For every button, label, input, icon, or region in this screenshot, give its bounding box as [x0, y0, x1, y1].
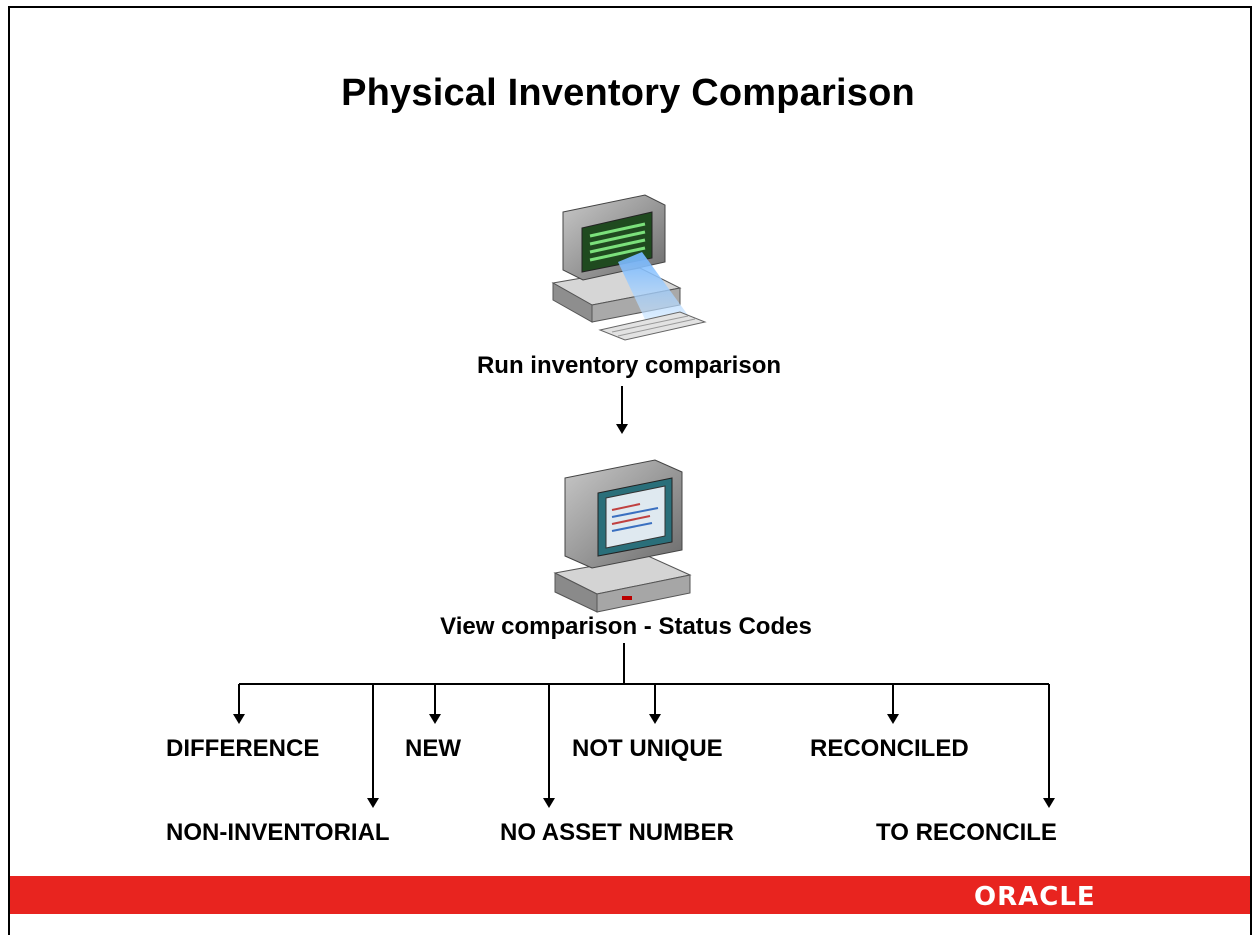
status-difference: DIFFERENCE [166, 735, 320, 762]
step-view-comparison: View comparison - Status Codes [440, 613, 812, 640]
flow-connectors [238, 386, 1050, 800]
status-reconciled: RECONCILED [810, 735, 969, 762]
status-new: NEW [405, 735, 461, 762]
status-not-unique: NOT UNIQUE [572, 735, 723, 762]
step-run-inventory-comparison: Run inventory comparison [476, 352, 782, 379]
status-no-asset-number: NO ASSET NUMBER [500, 819, 734, 846]
computer-with-report-icon [553, 459, 692, 613]
oracle-logo: ORACLE [974, 882, 1096, 912]
status-to-reconcile: TO RECONCILE [876, 819, 1057, 846]
flow-arrowheads [233, 424, 1055, 808]
computer-with-keyboard-icon [551, 194, 707, 341]
status-non-inventorial: NON-INVENTORIAL [166, 819, 390, 846]
footer-bar [10, 876, 1250, 914]
page-title: Physical Inventory Comparison [341, 72, 915, 114]
